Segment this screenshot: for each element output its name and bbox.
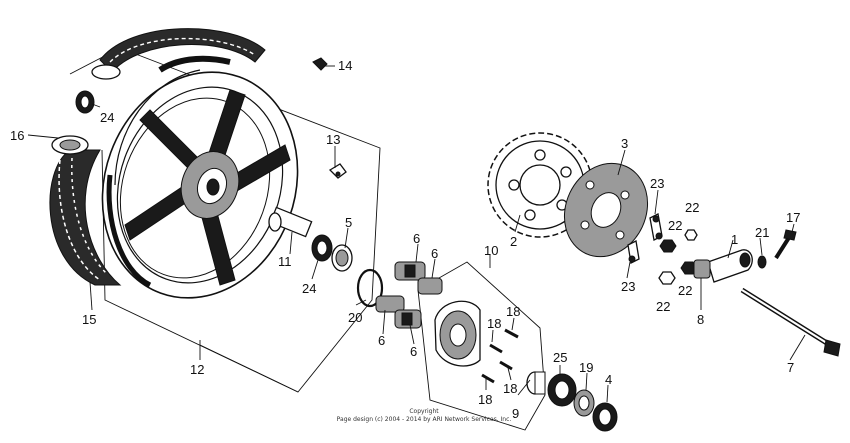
callout-3: 3 [621, 136, 628, 151]
callout-1: 1 [731, 232, 738, 247]
seal-4 [592, 402, 618, 432]
callout-23-b: 23 [621, 279, 635, 294]
callout-4: 4 [605, 372, 612, 387]
hub-group-outline [417, 261, 546, 431]
callout-5: 5 [345, 215, 352, 230]
plate-3 [563, 162, 649, 258]
callout-21: 21 [755, 225, 769, 240]
nuts-22 [658, 229, 698, 285]
callout-18-d: 18 [503, 381, 517, 396]
callout-17: 17 [786, 210, 800, 225]
o-ring-20 [356, 268, 384, 308]
damper-6-lower [375, 295, 422, 329]
callout-12: 12 [190, 362, 204, 377]
callout-labels: 1 2 3 4 5 6 6 6 6 7 8 9 10 11 12 13 14 1… [10, 58, 800, 421]
copyright-line-2: Page design (c) 2004 - 2014 by ARI Netwo… [337, 416, 512, 423]
callout-7: 7 [787, 360, 794, 375]
bearing-25 [547, 373, 577, 407]
callout-6-a: 6 [413, 231, 420, 246]
callout-23-a: 23 [650, 176, 664, 191]
tab-washers-23 [627, 213, 663, 264]
valve-cap-14 [312, 57, 328, 71]
callout-6-b: 6 [431, 246, 438, 261]
clip-13 [328, 163, 347, 179]
callout-10: 10 [484, 243, 498, 258]
adjuster-1 [707, 249, 753, 283]
leader-lines [27, 65, 806, 403]
oil-seal-5 [331, 244, 353, 272]
callout-13: 13 [326, 132, 340, 147]
axle-collar-11 [268, 206, 313, 238]
callout-14: 14 [338, 58, 352, 73]
callout-11: 11 [278, 254, 292, 269]
callout-6-d: 6 [410, 344, 417, 359]
damper-6-upper [394, 261, 443, 295]
copyright-notice: Copyright Page design (c) 2004 - 2014 by… [337, 408, 512, 423]
bearing-24-right [311, 234, 333, 262]
callout-24-b: 24 [100, 110, 114, 125]
bearing-24-left [75, 90, 95, 114]
callout-24-a: 24 [302, 281, 316, 296]
callout-25: 25 [553, 350, 567, 365]
callout-18-a: 18 [487, 316, 501, 331]
copyright-line-1: Copyright [409, 408, 439, 415]
oil-seal-19 [573, 389, 595, 417]
callout-2: 2 [510, 234, 517, 249]
callout-18-b: 18 [506, 304, 520, 319]
callout-22-a: 22 [685, 200, 699, 215]
bolt-17 [774, 229, 797, 260]
callout-15: 15 [82, 312, 96, 327]
rear-axle-7 [740, 287, 841, 357]
callout-19: 19 [579, 360, 593, 375]
collar-8 [693, 259, 711, 279]
callout-18-c: 18 [478, 392, 492, 407]
final-driven-flange [434, 300, 481, 367]
tire [49, 28, 266, 286]
callout-22-b: 22 [668, 218, 682, 233]
callout-6-c: 6 [378, 333, 385, 348]
callout-9: 9 [512, 406, 519, 421]
callout-8: 8 [697, 312, 704, 327]
washer-21 [757, 255, 767, 269]
callout-20: 20 [348, 310, 362, 325]
studs-18 [481, 328, 519, 384]
collar-9 [526, 371, 546, 395]
callout-22-c: 22 [656, 299, 670, 314]
callout-16: 16 [10, 128, 24, 143]
callout-22-d: 22 [678, 283, 692, 298]
